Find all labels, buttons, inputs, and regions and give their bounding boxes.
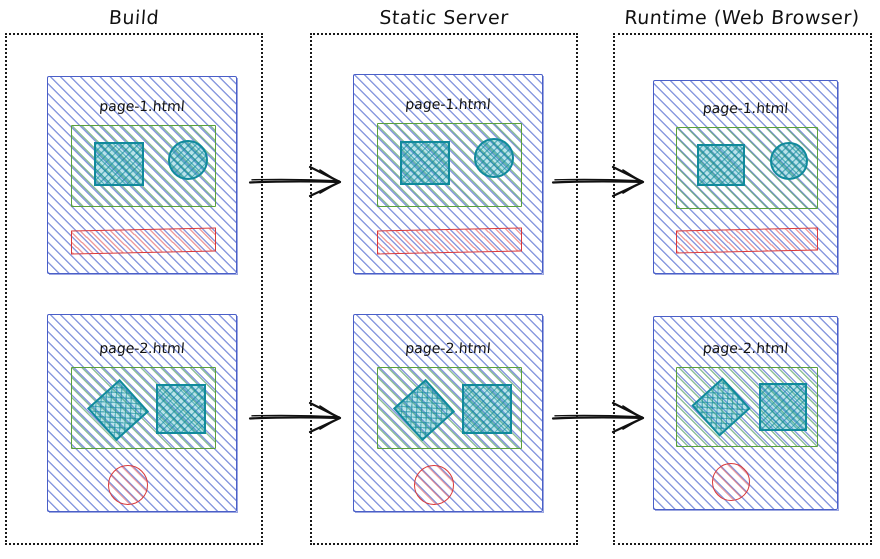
column-frame-runtime-web-browser (613, 33, 872, 545)
content-shape-square (94, 142, 144, 186)
flow-arrow-build-to-server-row1 (248, 160, 344, 202)
page-card-label: page-1.html (98, 99, 186, 115)
footer-circle (712, 463, 750, 501)
flow-arrow-build-to-server-row2 (248, 396, 344, 438)
content-box (676, 127, 818, 209)
content-box (676, 367, 818, 447)
content-shape-diamond (86, 378, 150, 442)
content-box (377, 367, 522, 449)
footer-circle (414, 465, 454, 505)
page-card-build-page-2: page-2.html (47, 314, 238, 513)
flow-arrow-server-to-runtime-row2 (551, 396, 647, 438)
flow-arrow-server-to-runtime-row1 (551, 160, 647, 202)
page-card-label: page-1.html (702, 101, 789, 117)
page-card-label: page-1.html (404, 97, 492, 113)
page-card-server-page-2: page-2.html (353, 314, 544, 513)
page-card-server-page-1: page-1.html (353, 74, 544, 275)
footer-bar (71, 227, 216, 255)
column-heading-runtime-web-browser: Runtime (Web Browser) (623, 7, 861, 29)
page-card-label: page-2.html (404, 341, 492, 357)
footer-circle (108, 465, 148, 505)
content-shape-square (759, 383, 807, 431)
page-card-label: page-2.html (702, 341, 789, 357)
page-card-runtime-page-1: page-1.html (653, 80, 839, 275)
content-shape-diamond (691, 377, 751, 437)
content-shape-square (697, 144, 745, 186)
page-card-runtime-page-2: page-2.html (653, 316, 839, 511)
content-box (71, 125, 216, 207)
column-frame-static-server (310, 33, 578, 545)
content-box (377, 123, 522, 207)
content-shape-square (156, 384, 206, 434)
content-shape-circle (168, 140, 208, 180)
content-shape-diamond (392, 378, 456, 442)
footer-bar (377, 227, 522, 255)
footer-bar (676, 227, 818, 254)
content-shape-square (400, 141, 450, 185)
page-card-label: page-2.html (98, 341, 186, 357)
column-frame-build (5, 33, 263, 545)
page-card-build-page-1: page-1.html (47, 76, 238, 275)
content-box (71, 367, 216, 449)
content-shape-circle (770, 142, 808, 180)
content-shape-circle (474, 138, 514, 178)
content-shape-square (462, 384, 512, 434)
